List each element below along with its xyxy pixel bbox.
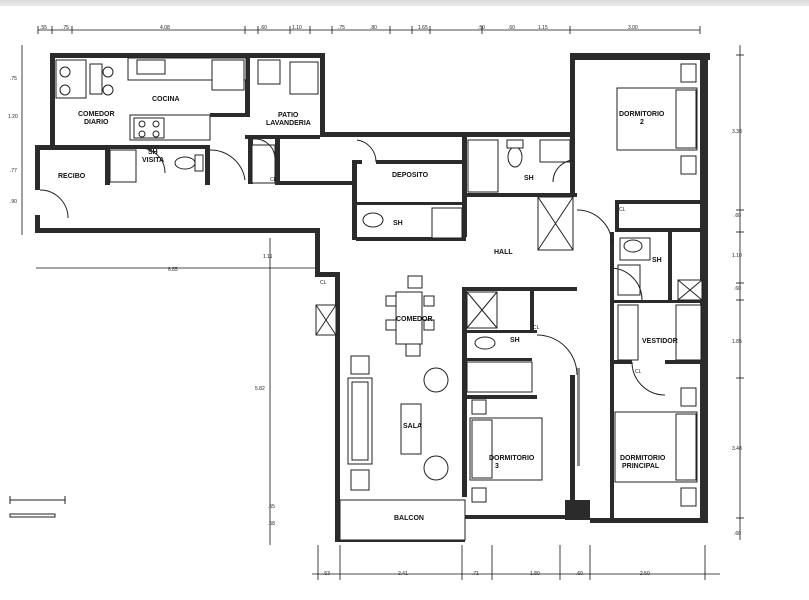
- room-labels: COMEDOR DIARIO COCINA PATIO LAVANDERIA R…: [58, 96, 678, 522]
- label-hall: HALL: [494, 249, 513, 256]
- label-comedor-diario-2: DIARIO: [84, 119, 109, 126]
- window-top-bar: [0, 0, 809, 6]
- label-cl-1: CL: [270, 177, 277, 183]
- dim-top-12: 3.00: [628, 25, 638, 31]
- dim-left-3: .77: [10, 168, 17, 174]
- dimension-texts: .55 .75 4.08 .60 1.10 .75 .80 1.65 .50 .…: [8, 25, 742, 577]
- label-cl-5: CL: [635, 369, 642, 375]
- dim-right-5: 1.85: [732, 339, 742, 345]
- dim-right-7: .60: [734, 531, 741, 537]
- label-cl-2: CL: [320, 280, 327, 286]
- dim-left-4: .90: [10, 199, 17, 205]
- dim-right-6: 3.48: [732, 446, 742, 452]
- label-patio-2: LAVANDERIA: [266, 120, 311, 127]
- door-swings: [39, 138, 666, 396]
- dim-right-2: .60: [734, 213, 741, 219]
- dim-top-6: .75: [338, 25, 345, 31]
- dim-top-2: .75: [62, 25, 69, 31]
- dimension-lines: [21, 26, 744, 580]
- dim-center-long: 5.82: [255, 386, 265, 392]
- label-cl-3: CL: [533, 325, 540, 331]
- dim-right-4: .60: [734, 286, 741, 292]
- dim-top-10: .60: [508, 25, 515, 31]
- label-vestidor: VESTIDOR: [642, 338, 678, 345]
- living-furniture: [339, 275, 466, 541]
- label-sala: SALA: [403, 423, 422, 430]
- dim-bottom-2: 2.41: [398, 571, 408, 577]
- label-cocina: COCINA: [152, 96, 180, 103]
- dim-left-2: 1.20: [8, 114, 18, 120]
- dim-top-11: 1.15: [538, 25, 548, 31]
- label-sh-visita-1: SH: [148, 149, 158, 156]
- dim-bottom-6: 2.50: [640, 571, 650, 577]
- dim-top-7: .80: [370, 25, 377, 31]
- dim-top-5: 1.10: [292, 25, 302, 31]
- dim-top-4: .60: [260, 25, 267, 31]
- label-patio-1: PATIO: [278, 112, 299, 119]
- label-sh-visita-2: VISITA: [142, 157, 164, 164]
- label-comedor-diario-1: COMEDOR: [78, 111, 115, 118]
- label-dormitorio3-1: DORMITORIO: [489, 455, 535, 462]
- label-balcon: BALCON: [394, 515, 424, 522]
- dim-right-1: 3.38: [732, 129, 742, 135]
- label-dormitorio-principal-1: DORMITORIO: [620, 455, 666, 462]
- laundry-fixtures: [251, 59, 319, 184]
- dim-bottom-1: .53: [323, 571, 330, 577]
- scale-marks: [9, 496, 66, 518]
- dim-bottom-3: .71: [472, 571, 479, 577]
- dim-left-long: 6.85: [168, 267, 178, 273]
- label-dormitorio2-1: DORMITORIO: [619, 111, 665, 118]
- dim-bottom-5: .60: [576, 571, 583, 577]
- label-dormitorio3-2: 3: [495, 463, 499, 470]
- walls: [35, 53, 710, 542]
- dim-bottom-4: 1.80: [530, 571, 540, 577]
- dim-lower-left-1: .55: [268, 504, 275, 510]
- label-sh-dorm3: SH: [510, 337, 520, 344]
- label-recibo: RECIBO: [58, 173, 86, 180]
- label-deposito: DEPOSITO: [392, 172, 429, 179]
- dim-lower-left-2: .58: [268, 521, 275, 527]
- bathroom-fixtures: [109, 139, 703, 393]
- label-sh-top: SH: [524, 175, 534, 182]
- bedroom-furniture: [469, 63, 702, 507]
- dim-top-9: .50: [478, 25, 485, 31]
- dim-right-3: 1.10: [732, 253, 742, 259]
- kitchen-furniture: [55, 57, 247, 141]
- dim-top-3: 4.08: [160, 25, 170, 31]
- label-sh-deposito: SH: [393, 220, 403, 227]
- dim-center-vertical: 1.11: [263, 254, 273, 260]
- dim-top-1: .55: [40, 25, 47, 31]
- label-cl-4: CL: [619, 207, 626, 213]
- dim-top-8: 1.65: [418, 25, 428, 31]
- dim-left-1: .75: [10, 76, 17, 82]
- label-dormitorio2-2: 2: [640, 119, 644, 126]
- label-sh-right: SH: [652, 257, 662, 264]
- label-comedor: COMEDOR: [396, 316, 433, 323]
- label-dormitorio-principal-2: PRINCIPAL: [622, 463, 660, 470]
